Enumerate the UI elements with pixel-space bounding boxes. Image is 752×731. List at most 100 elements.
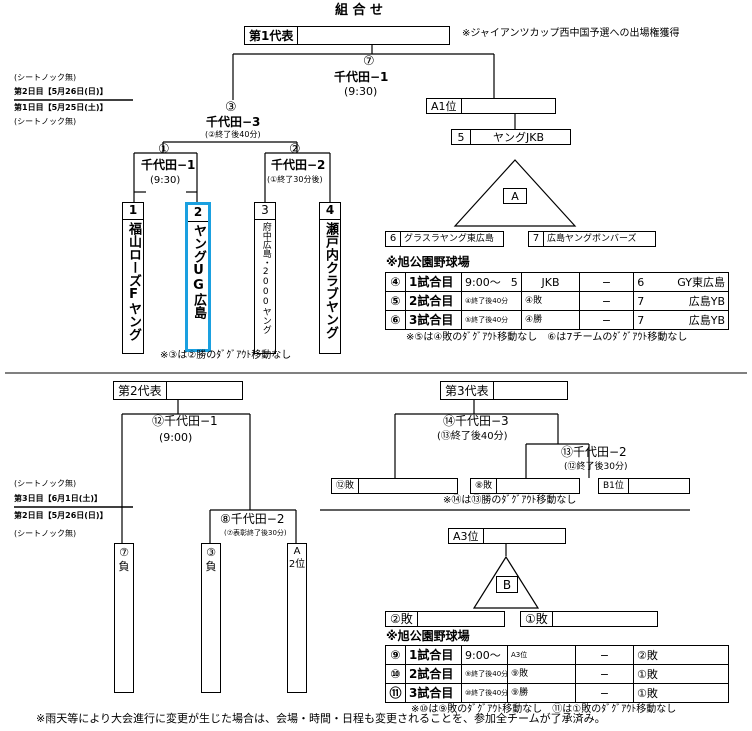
game-order: 2試合目 xyxy=(405,664,462,684)
slot-a-second: A 2位 xyxy=(287,543,307,693)
match-1-time: (9:30) xyxy=(150,175,181,186)
game-time: ⑩終了後40分 xyxy=(461,683,508,703)
footer-note: ※雨天等により大会進行に変更が生じた場合は、会場・時間・日程も変更されることを、… xyxy=(36,712,606,725)
schedule-a-row: ⑤ 2試合目 ④終了後40分 ④敗 − 7 広島YB xyxy=(385,291,729,311)
schedule-a-table: ④ 1試合目 9:00〜 5 JKB − 6 GY東広島 ⑤ 2試合目 ④終了後… xyxy=(385,272,729,330)
game-time: 9:00〜 xyxy=(461,272,508,292)
game-number: ⑩ xyxy=(385,664,406,684)
day-note-1: (シートノック無) xyxy=(14,73,77,82)
schedule-a-note: ※⑤は④敗のﾀﾞｸﾞｱｳﾄ移動なし ⑥は7チームのﾀﾞｸﾞｱｳﾄ移動なし xyxy=(406,332,688,343)
away-team: GY東広島 xyxy=(647,272,729,292)
match-12-venue: ⑫千代田−1 xyxy=(152,414,218,428)
match-14-time: (⑬終了後40分) xyxy=(437,431,508,442)
home-team: ⑨勝 xyxy=(507,683,576,703)
venue-b-title: ※旭公園野球場 xyxy=(386,629,470,643)
away-number: 7 xyxy=(633,310,648,330)
game-number: ⑤ xyxy=(385,291,406,311)
match-1-number: ① xyxy=(158,142,170,157)
a1-label: A1位 xyxy=(427,99,462,113)
away-team: 広島YB xyxy=(647,310,729,330)
day-note-2: (シートノック無) xyxy=(14,117,77,126)
schedule-a-row: ④ 1試合目 9:00〜 5 JKB − 6 GY東広島 xyxy=(385,272,729,292)
schedule-b-row: ⑩ 2試合目 ⑨終了後40分 ⑨敗 − ①敗 xyxy=(385,664,729,684)
team-3-box: 3 府中広島・2000ヤング xyxy=(254,202,276,354)
team-3-number: 3 xyxy=(255,203,275,220)
team-2-name: ヤングUG広島 xyxy=(191,223,207,319)
game-number: ⑪ xyxy=(385,683,406,703)
match-13-time: (⑫終了後30分) xyxy=(564,462,628,472)
loser-8-box: ⑧敗 xyxy=(470,478,580,494)
team-2-number: 2 xyxy=(188,205,208,222)
match-2-venue: 千代田−2 xyxy=(271,158,326,172)
home-team: JKB xyxy=(521,272,580,292)
match-2-time: (①終了30分後) xyxy=(267,175,323,184)
schedule-b-row: ⑪ 3試合目 ⑩終了後40分 ⑨勝 − ①敗 xyxy=(385,683,729,703)
match-13-venue: ⑬千代田−2 xyxy=(561,445,627,459)
schedule-b-row: ⑨ 1試合目 9:00〜 A3位 − ②敗 xyxy=(385,645,729,665)
away-number: 6 xyxy=(633,272,648,292)
game-time: ⑨終了後40分 xyxy=(461,664,508,684)
match-7-time: (9:30) xyxy=(344,85,378,98)
slot-a-second-bottom: 2位 xyxy=(288,559,306,570)
a1-box: A1位 xyxy=(426,98,556,114)
game-order: 1試合目 xyxy=(405,272,462,292)
team-1-name: 福山ローズFヤング xyxy=(126,221,142,341)
group-b-right-label: ①敗 xyxy=(521,612,553,626)
group-a-right-number: 7 xyxy=(529,232,544,246)
away-team: ①敗 xyxy=(633,683,729,703)
schedule-a-row: ⑥ 3試合目 ⑤終了後40分 ④勝 − 7 広島YB xyxy=(385,310,729,330)
venue-a-title: ※旭公園野球場 xyxy=(386,255,470,269)
slot-loser-7: ⑦ 負 xyxy=(114,543,134,693)
team-3-name: 府中広島・2000ヤング xyxy=(260,221,271,334)
team-4-number: 4 xyxy=(320,203,340,220)
group-a-left-team: 6 グラスラヤング東広島 xyxy=(385,231,504,247)
slot-loser-3: ③ 負 xyxy=(201,543,221,693)
team-4-box: 4 瀬戸内クラブヤング xyxy=(319,202,341,354)
b1-label: B1位 xyxy=(599,479,629,493)
match-7-number: ⑦ xyxy=(363,54,375,69)
group-b-left-label: ②敗 xyxy=(386,612,418,626)
group-a-top-team: 5 ヤングJKB xyxy=(451,129,571,145)
vs-dash: − xyxy=(579,310,634,330)
slot-loser-3-bottom: 負 xyxy=(205,560,217,573)
vs-dash: − xyxy=(579,272,634,292)
group-a-right-name: 広島ヤングボンバーズ xyxy=(547,233,637,244)
match-3-time: (②終了後40分) xyxy=(205,130,261,139)
group-a-label-box: A xyxy=(503,188,527,204)
day-2-label-bottom: 第2日目【5月26日(日)】 xyxy=(14,511,108,520)
group-b-left-team: ②敗 xyxy=(385,611,505,627)
slot-loser-7-top: ⑦ xyxy=(119,546,129,559)
loser-12-box: ⑫敗 xyxy=(331,478,458,494)
game-time: ④終了後40分 xyxy=(461,291,508,311)
group-a-left-number: 6 xyxy=(386,232,401,246)
game-order: 2試合目 xyxy=(405,291,462,311)
match-8-venue: ⑧千代田−2 xyxy=(220,512,285,526)
vs-dash: − xyxy=(575,645,634,665)
game-order: 1試合目 xyxy=(405,645,462,665)
slot-loser-7-bottom: 負 xyxy=(118,560,130,573)
away-team: 広島YB xyxy=(647,291,729,311)
group-a-label: A xyxy=(511,189,519,203)
home-team: ④敗 xyxy=(521,291,580,311)
third-representative-box: 第3代表 xyxy=(440,381,568,400)
slot-a-second-top: A xyxy=(293,546,301,557)
group-a-top-name: ヤングJKB xyxy=(493,130,545,144)
game-time: 9:00〜 xyxy=(461,645,508,665)
match-3-dugout-note: ※③は②勝のﾀﾞｸﾞｱｳﾄ移動なし xyxy=(160,350,292,361)
first-representative-label: 第1代表 xyxy=(245,27,299,44)
a3-label: A3位 xyxy=(449,529,484,543)
qualification-note: ※ジャイアンツカップ西中国予選への出場権獲得 xyxy=(462,28,680,39)
first-representative-box: 第1代表 xyxy=(244,26,450,45)
away-number: 7 xyxy=(633,291,648,311)
group-a-top-number: 5 xyxy=(452,130,471,144)
home-team: ④勝 xyxy=(521,310,580,330)
match-8-time: (⑦表彰終了後30分) xyxy=(224,529,287,537)
group-a-right-team: 7 広島ヤングボンバーズ xyxy=(528,231,656,247)
group-b-right-team: ①敗 xyxy=(520,611,658,627)
loser-12-label: ⑫敗 xyxy=(332,479,360,493)
game-order: 3試合目 xyxy=(405,310,462,330)
team-1-number: 1 xyxy=(123,203,143,220)
match-3-venue: 千代田−3 xyxy=(206,115,261,129)
vs-dash: − xyxy=(575,683,634,703)
home-team: ⑨敗 xyxy=(507,664,576,684)
